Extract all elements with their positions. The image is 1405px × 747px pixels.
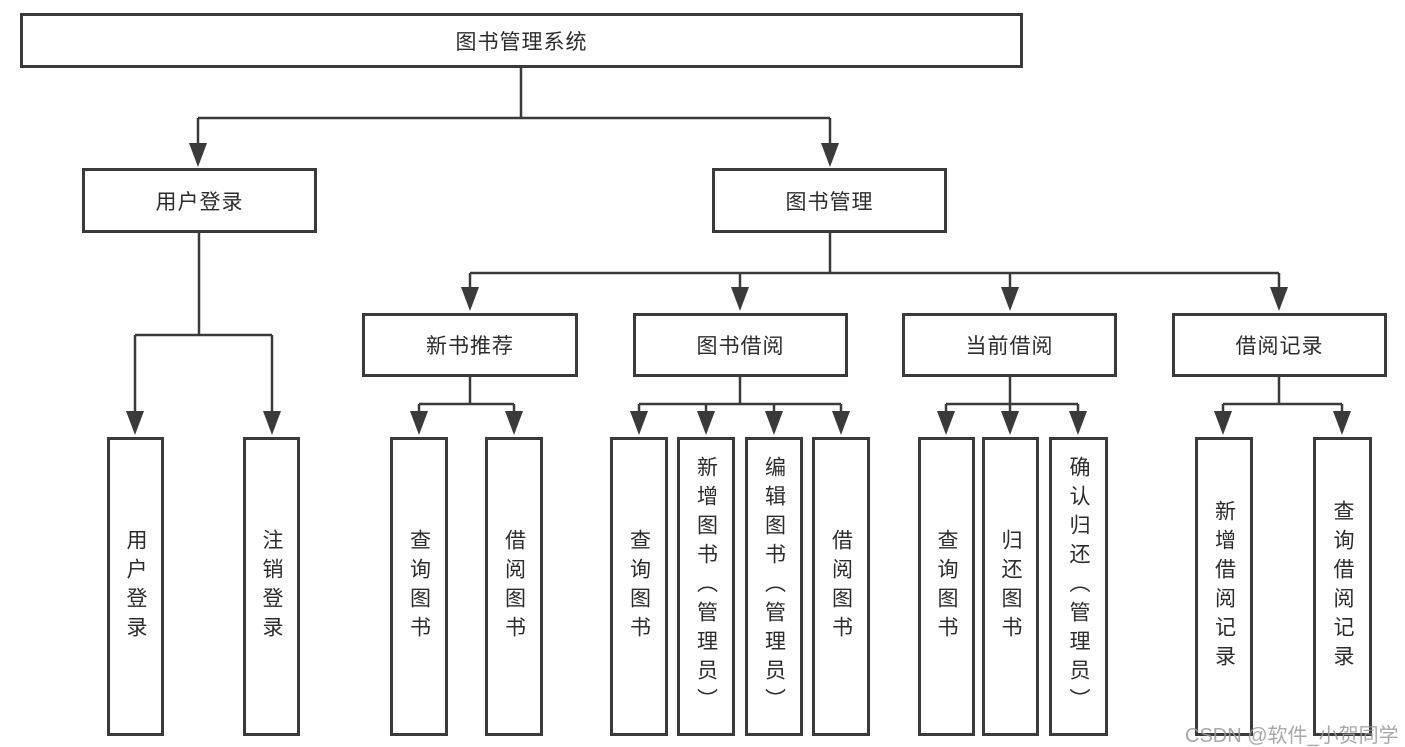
leaf-label: 查询图书 [935, 528, 958, 645]
leaf-label: 确认归还（管理员） [1067, 456, 1090, 717]
leaf-label: 借阅图书 [502, 528, 526, 645]
node-user-login: 用户登录 [82, 168, 317, 233]
node-label: 图书管理 [785, 190, 874, 214]
leaf-query-books-current: 查询图书 [918, 437, 975, 736]
leaf-borrow-books-recommend: 借阅图书 [485, 437, 543, 736]
node-book-management: 图书管理 [712, 168, 947, 233]
node-label: 新书推荐 [426, 335, 514, 358]
node-book-borrow: 图书借阅 [633, 313, 848, 377]
node-label: 用户登录 [155, 190, 244, 214]
node-label: 图书借阅 [696, 335, 785, 358]
leaf-query-borrow-record: 查询借阅记录 [1313, 437, 1372, 736]
leaf-query-books-borrow: 查询图书 [610, 437, 668, 736]
leaf-label: 查询图书 [627, 528, 651, 645]
node-label: 当前借阅 [965, 335, 1054, 358]
leaf-label: 查询借阅记录 [1331, 499, 1354, 674]
node-library-management-system: 图书管理系统 [20, 13, 1023, 68]
leaf-confirm-return-admin: 确认归还（管理员） [1049, 437, 1108, 736]
leaf-return-books: 归还图书 [982, 437, 1039, 736]
leaf-label: 归还图书 [999, 528, 1022, 645]
leaf-add-borrow-record: 新增借阅记录 [1195, 437, 1253, 736]
leaf-add-books-admin: 新增图书（管理员） [677, 437, 735, 736]
node-label: 借阅记录 [1235, 335, 1324, 358]
leaf-label: 新增借阅记录 [1212, 499, 1236, 674]
leaf-query-books-recommend: 查询图书 [390, 437, 448, 736]
leaf-label: 编辑图书（管理员） [762, 456, 786, 717]
leaf-borrow-books: 借阅图书 [812, 437, 870, 736]
arrowheads [126, 143, 1351, 435]
csdn-watermark: CSDN @软件_小贺同学 [1185, 725, 1399, 747]
leaf-label: 查询图书 [407, 528, 431, 645]
leaf-edit-books-admin: 编辑图书（管理员） [745, 437, 803, 736]
leaf-logout: 注销登录 [243, 437, 300, 736]
leaf-user-login: 用户登录 [107, 437, 164, 736]
node-label: 图书管理系统 [455, 30, 588, 54]
leaf-label: 借阅图书 [829, 528, 853, 645]
leaf-label: 用户登录 [124, 528, 147, 645]
node-new-book-recommend: 新书推荐 [362, 313, 578, 377]
leaf-label: 注销登录 [260, 528, 283, 645]
tree-connector-lines [133, 68, 1344, 416]
node-borrow-records: 借阅记录 [1172, 313, 1387, 377]
leaf-label: 新增图书（管理员） [694, 456, 718, 717]
node-current-borrow: 当前借阅 [902, 313, 1117, 377]
